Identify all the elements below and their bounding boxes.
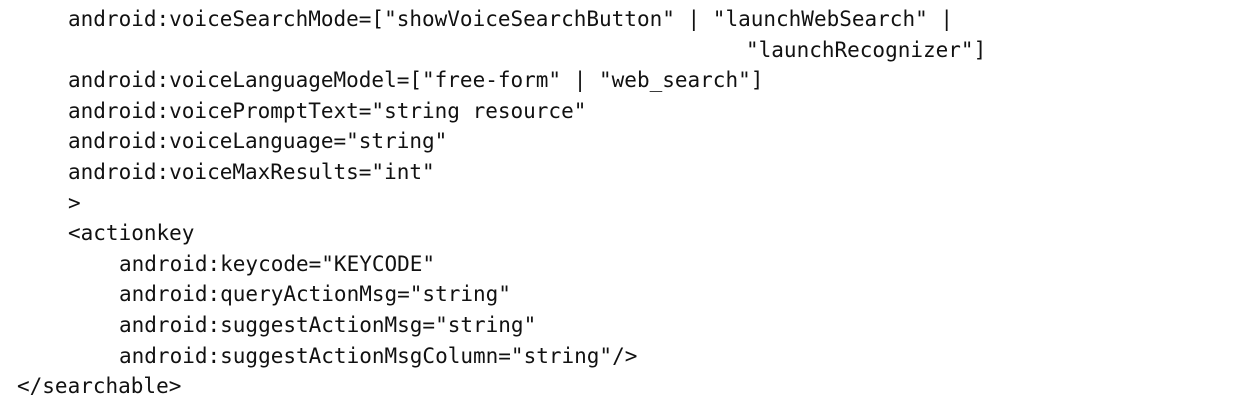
code-line: > — [68, 190, 81, 215]
code-line: android:voiceLanguage="string" — [68, 129, 448, 154]
code-line: android:suggestActionMsg="string" — [119, 312, 537, 337]
code-line: </searchable> — [17, 374, 182, 399]
code-line: android:queryActionMsg="string" — [119, 282, 511, 307]
code-line: android:keycode="KEYCODE" — [119, 251, 436, 276]
code-line: "launchRecognizer"] — [746, 37, 987, 62]
code-line: <actionkey — [68, 221, 195, 246]
code-line: android:voiceMaxResults="int" — [68, 159, 435, 184]
code-line: android:voiceSearchMode=["showVoiceSearc… — [68, 7, 954, 31]
code-block: android:voiceSearchMode=["showVoiceSearc… — [0, 4, 1235, 402]
code-line: android:voiceLanguageModel=["free-form" … — [68, 68, 764, 93]
code-line: android:suggestActionMsgColumn="string"/… — [119, 343, 638, 368]
code-line: android:voicePromptText="string resource… — [68, 98, 587, 123]
